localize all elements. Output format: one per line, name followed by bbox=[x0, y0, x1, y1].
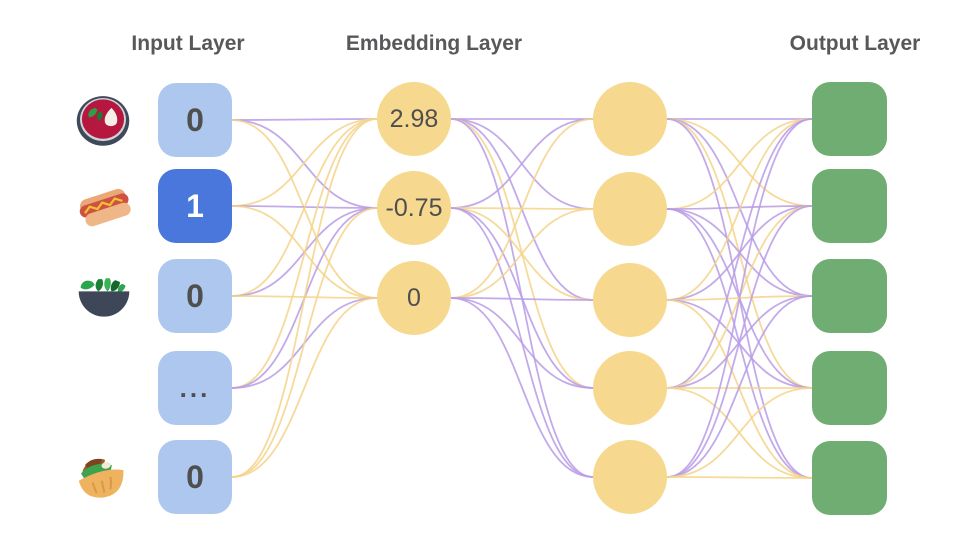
input-node-4-ellipsis: ... bbox=[158, 351, 232, 425]
hidden-node-3 bbox=[593, 263, 667, 337]
embedding-layer-header: Embedding Layer bbox=[345, 32, 523, 55]
borscht-bowl-icon bbox=[76, 96, 130, 146]
stuffed-flatbread-icon bbox=[78, 458, 124, 498]
output-node-4 bbox=[812, 351, 887, 425]
embedding-node-2: -0.75 bbox=[377, 171, 451, 245]
input-node-1: 0 bbox=[158, 83, 232, 157]
embedding-node-1: 2.98 bbox=[377, 82, 451, 156]
input-node-3: 0 bbox=[158, 259, 232, 333]
input-layer-header: Input Layer bbox=[131, 32, 245, 55]
hidden-node-4 bbox=[593, 351, 667, 425]
output-node-3 bbox=[812, 259, 887, 333]
output-node-1 bbox=[812, 82, 887, 156]
input-node-5: 0 bbox=[158, 440, 232, 514]
input-node-2-active: 1 bbox=[158, 169, 232, 243]
hot-dog-icon bbox=[79, 188, 131, 227]
hidden-node-2 bbox=[593, 172, 667, 246]
hidden-node-1 bbox=[593, 82, 667, 156]
output-layer-header: Output Layer bbox=[789, 32, 921, 55]
output-node-2 bbox=[812, 169, 887, 243]
green-salad-icon bbox=[78, 278, 130, 317]
embedding-node-3: 0 bbox=[377, 261, 451, 335]
output-node-5 bbox=[812, 441, 887, 515]
hidden-node-5 bbox=[593, 440, 667, 514]
